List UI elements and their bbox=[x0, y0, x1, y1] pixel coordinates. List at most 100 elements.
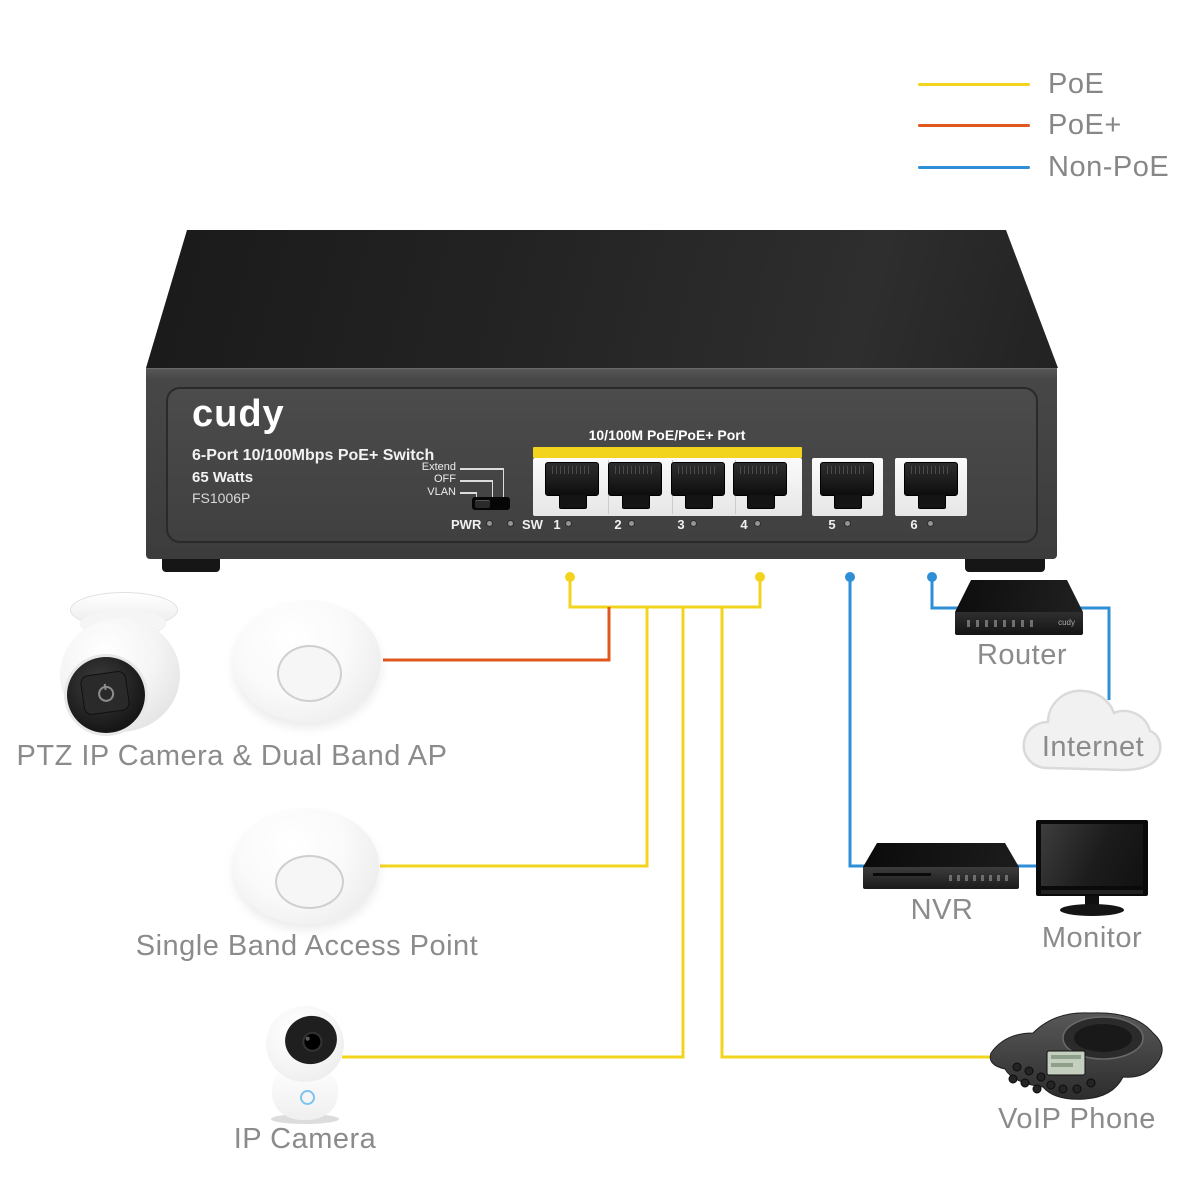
dip-label-vlan: VLAN bbox=[427, 485, 456, 498]
poe-wire-ip-camera bbox=[342, 607, 685, 1059]
nvr-disc-slot bbox=[873, 873, 931, 876]
rj45-port-3 bbox=[671, 462, 725, 512]
monitor-bezel bbox=[1036, 820, 1148, 896]
dip-switch-labels: Extend OFF VLAN bbox=[386, 461, 456, 498]
port5-wire-dot bbox=[845, 572, 855, 582]
poe-port-block-1-4 bbox=[533, 458, 802, 516]
legend-row-non-poe: Non-PoE bbox=[918, 150, 1170, 183]
rj45-jack bbox=[608, 462, 662, 496]
port4-wire-dot bbox=[755, 572, 765, 582]
port-led-5 bbox=[845, 521, 850, 526]
pwr-label: PWR bbox=[451, 517, 482, 532]
switch-top-face bbox=[146, 230, 1058, 368]
ptz-camera-lens bbox=[64, 654, 148, 736]
label-ptz-dual-ap: PTZ IP Camera & Dual Band AP bbox=[16, 740, 448, 772]
port6-wire-dot bbox=[927, 572, 937, 582]
rj45-port-2 bbox=[608, 462, 662, 512]
dip-pointer-line bbox=[491, 480, 493, 497]
dip-label-off: OFF bbox=[434, 473, 456, 486]
port-led-1 bbox=[566, 521, 571, 526]
ip-camera-visor bbox=[280, 1011, 342, 1069]
legend-label-poe-plus: PoE+ bbox=[1048, 108, 1122, 141]
label-ip-camera: IP Camera bbox=[233, 1123, 377, 1155]
rj45-tab bbox=[747, 495, 775, 509]
router-top-face bbox=[955, 580, 1083, 612]
ap-center-ring bbox=[277, 645, 342, 702]
internet-cloud bbox=[1018, 676, 1170, 780]
dip-toggle-knob bbox=[475, 500, 490, 508]
nvr-buttons bbox=[949, 875, 1011, 881]
monitor-neck bbox=[1085, 896, 1099, 905]
label-monitor: Monitor bbox=[1041, 922, 1143, 954]
monitor-base bbox=[1060, 904, 1124, 916]
nvr-front-face bbox=[863, 867, 1019, 889]
switch-model: FS1006P bbox=[192, 490, 251, 506]
port-block-5 bbox=[812, 458, 883, 516]
switch-title: 6-Port 10/100Mbps PoE+ Switch bbox=[192, 447, 435, 464]
port-number-5: 5 bbox=[828, 517, 836, 532]
legend-row-poe: PoE bbox=[918, 67, 1105, 100]
rj45-port-5 bbox=[820, 462, 874, 512]
router-ports bbox=[967, 620, 1039, 627]
router-front-face: cudy bbox=[955, 612, 1083, 635]
dip-pointer-line bbox=[460, 468, 504, 470]
dip-label-extend: Extend bbox=[421, 461, 456, 473]
sw-led bbox=[508, 521, 513, 526]
dip-pointer-line bbox=[460, 480, 493, 482]
port-led-2 bbox=[629, 521, 634, 526]
monitor-bottom-strip bbox=[1041, 890, 1143, 894]
port-led-3 bbox=[691, 521, 696, 526]
ptz-camera-lens-window bbox=[79, 669, 131, 717]
non-poe-line-swatch bbox=[918, 165, 1030, 169]
legend-row-poe-plus: PoE+ bbox=[918, 108, 1122, 141]
poe-bus-wire bbox=[568, 577, 762, 609]
power-icon bbox=[97, 684, 116, 703]
dip-pointer-line bbox=[475, 492, 477, 497]
port-block-6 bbox=[895, 458, 967, 516]
ip-camera-led-ring bbox=[300, 1090, 315, 1105]
switch-foot-left bbox=[162, 558, 220, 572]
nvr-top-face bbox=[863, 843, 1019, 867]
rj45-port-6 bbox=[904, 462, 958, 512]
rj45-port-1 bbox=[545, 462, 599, 512]
rj45-tab bbox=[918, 495, 946, 509]
rj45-jack bbox=[904, 462, 958, 496]
port-led-6 bbox=[928, 521, 933, 526]
monitor-image bbox=[1036, 820, 1148, 916]
ip-camera-image bbox=[258, 1006, 353, 1126]
port-led-4 bbox=[755, 521, 760, 526]
rj45-port-4 bbox=[733, 462, 787, 512]
switch-front-panel: cudy 6-Port 10/100Mbps PoE+ Switch 65 Wa… bbox=[146, 368, 1057, 559]
poe-wire-voip bbox=[720, 607, 1007, 1059]
switch-foot-right bbox=[965, 558, 1045, 572]
dip-pointer-line bbox=[460, 492, 477, 494]
port1-wire-dot bbox=[565, 572, 575, 582]
port-number-3: 3 bbox=[677, 517, 685, 532]
dip-pointer-line bbox=[502, 468, 504, 497]
poe-line-swatch bbox=[918, 82, 1030, 86]
port-number-2: 2 bbox=[614, 517, 622, 532]
label-nvr: NVR bbox=[910, 894, 974, 926]
label-single-ap: Single Band Access Point bbox=[135, 930, 479, 962]
cloud-icon bbox=[1022, 689, 1162, 772]
sw-label: SW bbox=[522, 517, 543, 532]
poe-ports-header: 10/100M PoE/PoE+ Port bbox=[588, 427, 746, 443]
router-brand: cudy bbox=[1058, 618, 1075, 627]
monitor-screen bbox=[1041, 824, 1143, 886]
poe-ports-yellow-bar bbox=[533, 447, 802, 458]
poe-wire-single-ap bbox=[380, 607, 649, 868]
rj45-tab bbox=[685, 495, 713, 509]
poe-plus-wire-dual-ap bbox=[383, 607, 611, 662]
poe-plus-line-swatch bbox=[918, 123, 1030, 127]
voip-phone-icon bbox=[989, 1012, 1163, 1100]
dual-band-ap-image bbox=[233, 600, 381, 722]
rj45-jack bbox=[671, 462, 725, 496]
label-voip-phone: VoIP Phone bbox=[998, 1103, 1156, 1135]
ip-camera-lens bbox=[300, 1029, 325, 1054]
rj45-jack bbox=[545, 462, 599, 496]
label-internet: Internet bbox=[1041, 731, 1145, 763]
router-image: cudy bbox=[955, 580, 1083, 636]
legend-label-poe: PoE bbox=[1048, 67, 1105, 100]
legend-label-non-poe: Non-PoE bbox=[1048, 150, 1170, 183]
